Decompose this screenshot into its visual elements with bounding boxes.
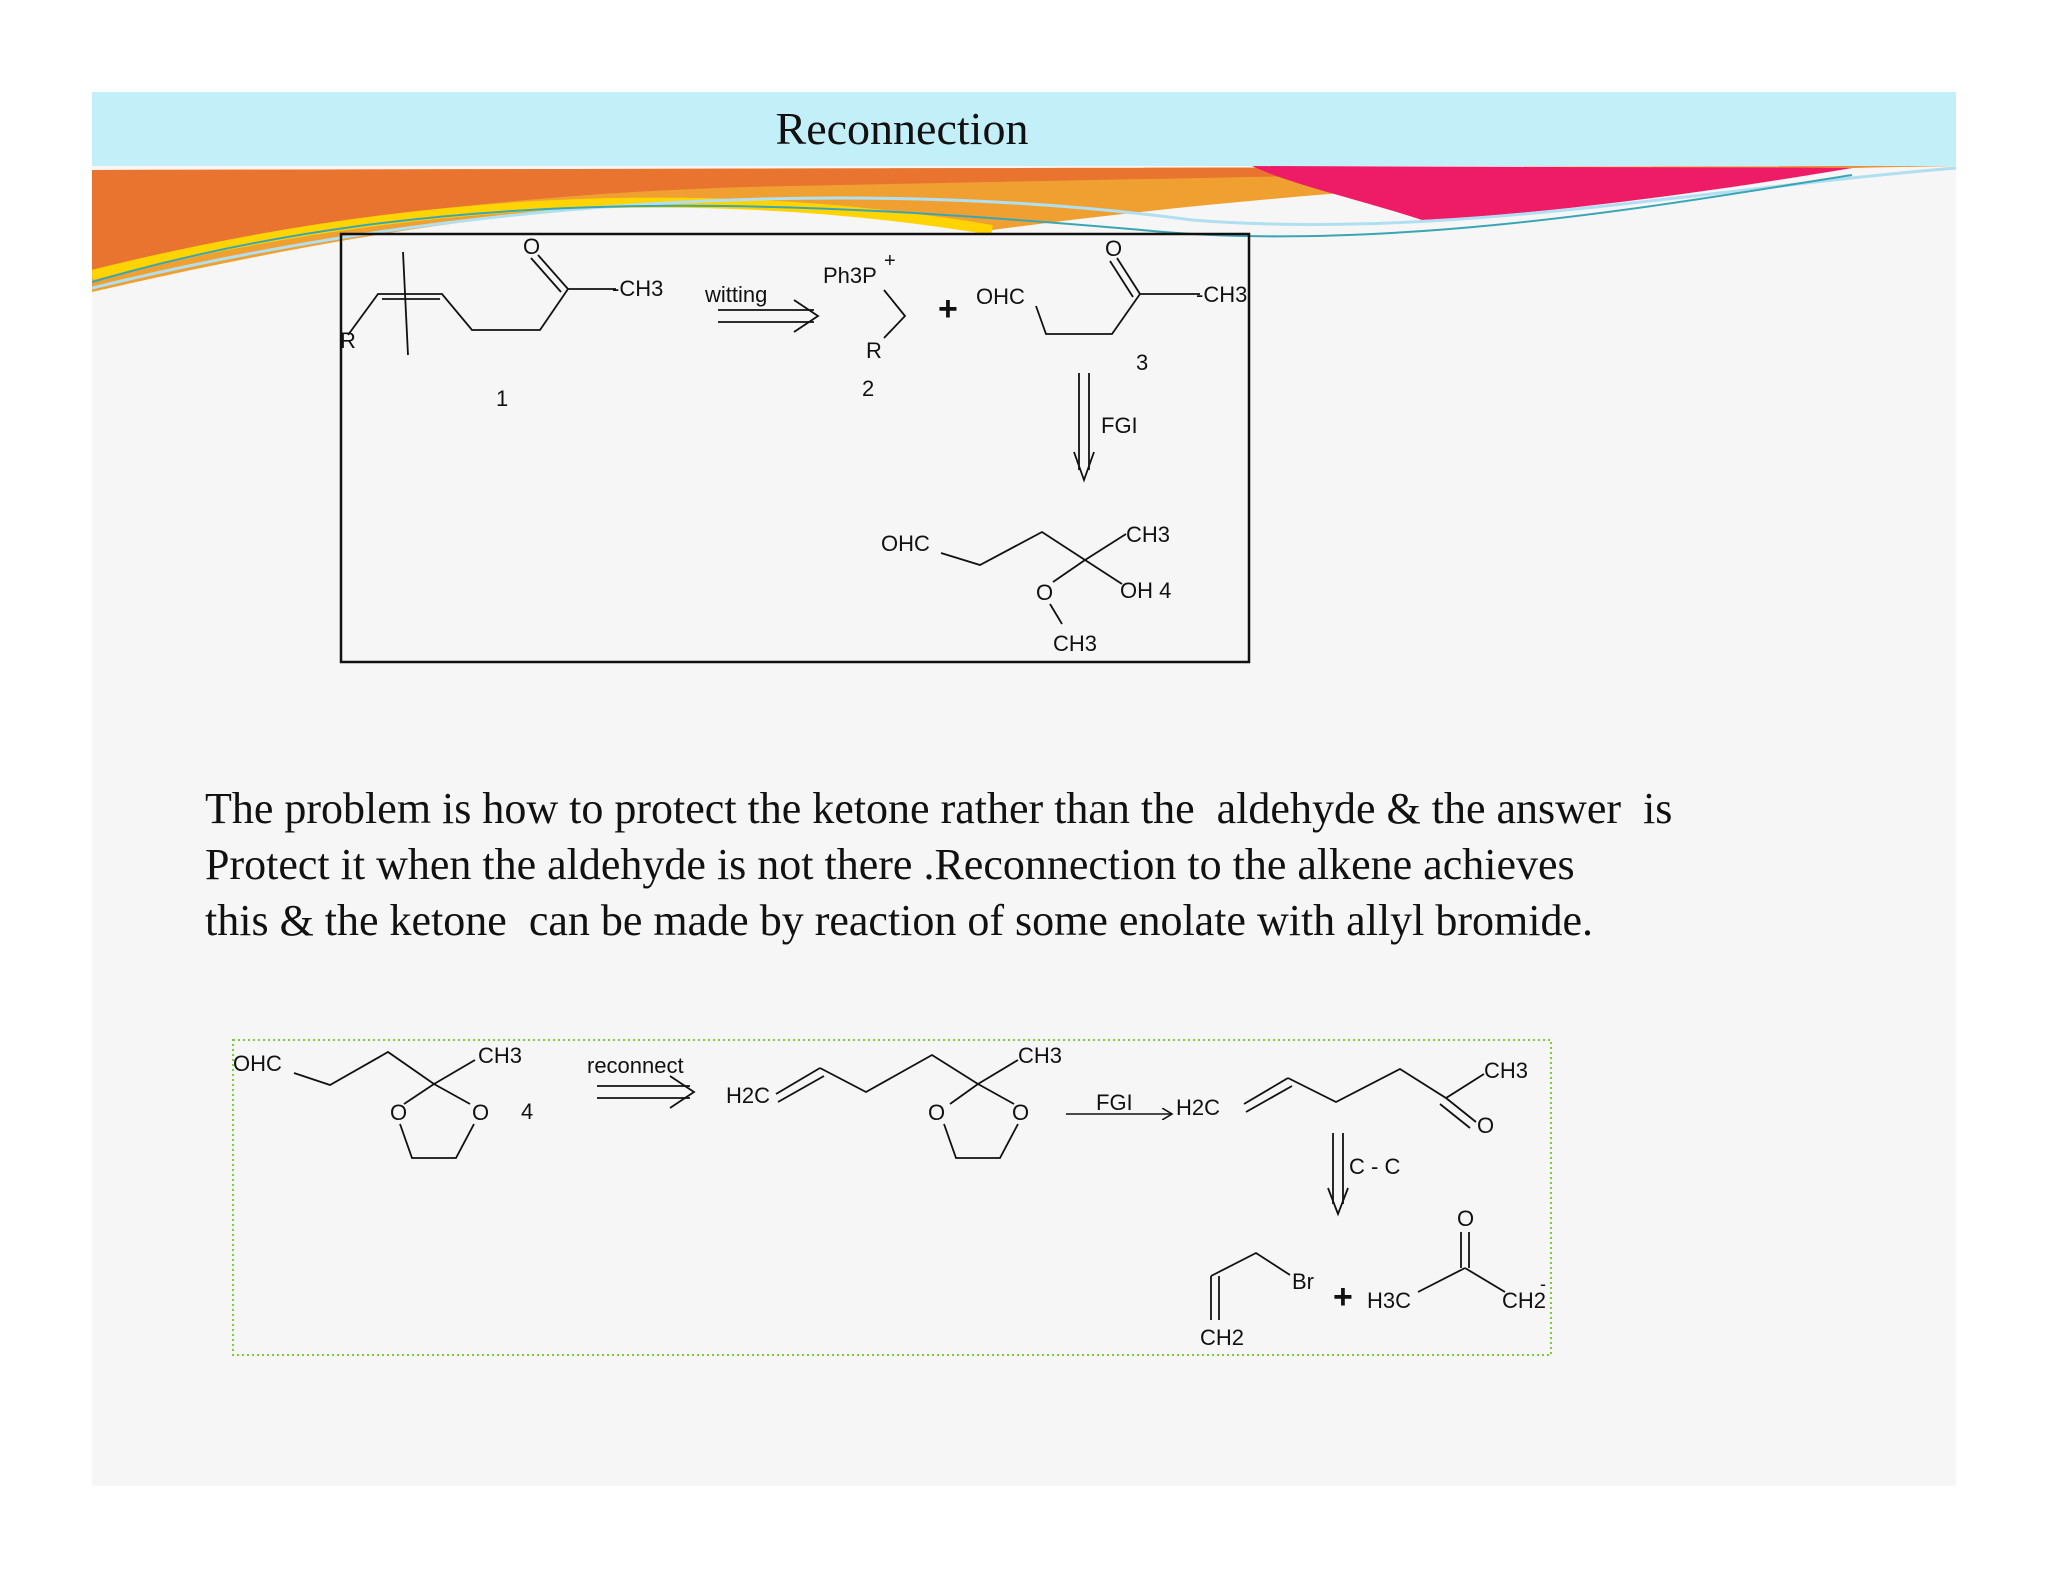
- cmpd4-ohc: OHC: [881, 531, 930, 556]
- cmpd1-ch3: -CH3: [612, 276, 663, 301]
- acetal-o1: O: [390, 1100, 407, 1125]
- cmpd3-ch3: -CH3: [1196, 282, 1247, 307]
- witting-arrow: [718, 299, 820, 333]
- acetal-ch3: CH3: [478, 1043, 522, 1068]
- cmpd4-och3: CH3: [1053, 631, 1097, 656]
- slide-background: [92, 92, 1956, 1486]
- enone-bonds: [1243, 1067, 1485, 1129]
- alkene-acetal-o2: O: [1012, 1100, 1029, 1125]
- scheme1-frame: [339, 232, 1251, 664]
- cmpd3-o: O: [1105, 236, 1122, 261]
- compound-1: [347, 251, 616, 356]
- acetal-ohc: OHC: [233, 1051, 282, 1076]
- alkene-acetal-ch3: CH3: [1018, 1043, 1062, 1068]
- enolate-o: O: [1457, 1206, 1474, 1231]
- cmpd1-r: R: [340, 328, 356, 353]
- cmpd4-oh: OH 4: [1120, 578, 1171, 603]
- witting-label: witting: [704, 282, 767, 307]
- scheme2-plus: +: [1333, 1278, 1353, 1316]
- allyl-br: Br: [1292, 1269, 1314, 1294]
- enolate-charge: -: [1540, 1274, 1546, 1294]
- reconnect-arrow: [597, 1075, 696, 1109]
- enone-h2c: H2C: [1176, 1095, 1220, 1120]
- fgi-arrow-down: [1073, 373, 1095, 483]
- acetal-number: 4: [521, 1099, 533, 1124]
- fgi-label-2: FGI: [1096, 1090, 1133, 1115]
- allyl-bromide-bonds: [1210, 1251, 1291, 1320]
- fgi-label-1: FGI: [1101, 413, 1138, 438]
- cmpd4-bonds: [940, 530, 1127, 625]
- title-band: [92, 92, 1956, 166]
- paragraph-line-2: Protect it when the aldehyde is not ther…: [205, 840, 1575, 889]
- cc-arrow-down: [1327, 1133, 1349, 1217]
- alkene-acetal-o1: O: [928, 1100, 945, 1125]
- cmpd3-bonds: [1035, 257, 1200, 335]
- enone-ch3: CH3: [1484, 1058, 1528, 1083]
- acetal-o2: O: [472, 1100, 489, 1125]
- allyl-ch2: CH2: [1200, 1325, 1244, 1350]
- reconnect-label: reconnect: [587, 1053, 684, 1078]
- decorative-swoosh: [92, 166, 1956, 292]
- scheme1-plus: +: [938, 290, 958, 328]
- cmpd2-charge: +: [884, 250, 896, 272]
- paragraph-line-1: The problem is how to protect the ketone…: [205, 784, 1673, 833]
- cc-label: C - C: [1349, 1154, 1400, 1179]
- cmpd3-number: 3: [1136, 350, 1148, 375]
- alkene-acetal-bonds: [775, 1053, 1019, 1159]
- enolate-h3c: H3C: [1367, 1288, 1411, 1313]
- slide-title: Reconnection: [775, 103, 1029, 154]
- cmpd2-number: 2: [862, 376, 874, 401]
- cmpd4-o: O: [1036, 580, 1053, 605]
- cmpd4-ch3: CH3: [1126, 522, 1170, 547]
- cmpd3-ohc: OHC: [976, 284, 1025, 309]
- explanation-paragraph: The problem is how to protect the ketone…: [205, 781, 1905, 949]
- enolate-bonds: [1417, 1232, 1506, 1293]
- alkene-acetal-h2c: H2C: [726, 1083, 770, 1108]
- cmpd2-r: R: [866, 338, 882, 363]
- cmpd1-o: O: [523, 234, 540, 259]
- scheme2-frame: [232, 1039, 1552, 1356]
- cmpd2-bonds: [883, 289, 907, 339]
- paragraph-line-3: this & the ketone can be made by reactio…: [205, 896, 1594, 945]
- enone-o: O: [1477, 1113, 1494, 1138]
- cmpd1-number: 1: [496, 386, 508, 411]
- acetal-bonds: [293, 1050, 476, 1159]
- cmpd2-ph3p: Ph3P: [823, 263, 877, 288]
- enolate-ch2: CH2: [1502, 1288, 1546, 1313]
